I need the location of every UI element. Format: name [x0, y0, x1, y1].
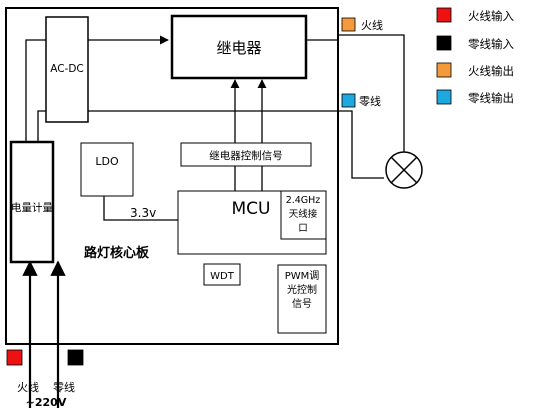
relay-signal-label: 继电器控制信号 [209, 149, 283, 162]
mcu-label: MCU [232, 199, 271, 219]
wdt-block [203, 263, 241, 286]
neutral-output-label: 零线 [359, 94, 381, 108]
wiring [22, 34, 405, 408]
ldo-3v3-line [103, 196, 178, 221]
antenna-label-2: 天线接 [289, 208, 318, 220]
live-output-label: 火线 [361, 18, 383, 32]
ldo-label: LDO [95, 155, 119, 168]
neutral-output-wire [37, 110, 384, 179]
neutral-input-marker [67, 349, 84, 366]
ac-dc-block [45, 16, 89, 123]
relay-signal-block [180, 142, 312, 167]
pwm-label-3: 信号 [292, 298, 312, 310]
legend-label-neutral-in: 零线输入 [468, 37, 514, 51]
legend-swatch-neutral-out [436, 89, 452, 105]
core-board-outline [5, 7, 339, 345]
legend-label-live-out: 火线输出 [468, 64, 514, 78]
metering-label: 电量计量 [11, 201, 53, 214]
legend: 火线输入 零线输入 火线输出 零线输出 [436, 7, 514, 105]
legend-swatch-live-out [436, 62, 452, 78]
neutral-input-label: 零线 [53, 380, 75, 394]
relay-label: 继电器 [216, 39, 261, 57]
board-label: 路灯核心板 [84, 245, 150, 261]
live-input-label: 火线 [17, 380, 39, 394]
legend-swatch-neutral-in [436, 35, 452, 51]
wdt-label: WDT [210, 271, 235, 282]
ac-dc-label: AC-DC [50, 63, 84, 75]
legend-swatch-live-in [436, 7, 452, 23]
lamp-icon [385, 151, 423, 189]
pwm-block [277, 264, 327, 334]
live-output-marker [341, 17, 356, 32]
neutral-output-marker [341, 93, 356, 108]
antenna-label-1: 2.4GHz [286, 195, 321, 206]
pwm-label-1: PWM调 [285, 270, 320, 282]
antenna-block [280, 190, 327, 240]
live-output-wire [306, 34, 405, 152]
pwm-label-2: 光控制 [287, 283, 317, 296]
live-wire-up [25, 39, 46, 142]
voltage-label: 3.3v [130, 206, 156, 220]
antenna-label-3: 口 [298, 223, 308, 234]
legend-label-neutral-out: 零线输出 [468, 91, 514, 105]
metering-block [9, 140, 55, 264]
ldo-block [80, 142, 134, 197]
live-input-marker [6, 349, 23, 366]
mains-voltage-label: ~220V [26, 396, 67, 409]
legend-label-live-in: 火线输入 [468, 9, 514, 23]
relay-block [170, 14, 308, 80]
